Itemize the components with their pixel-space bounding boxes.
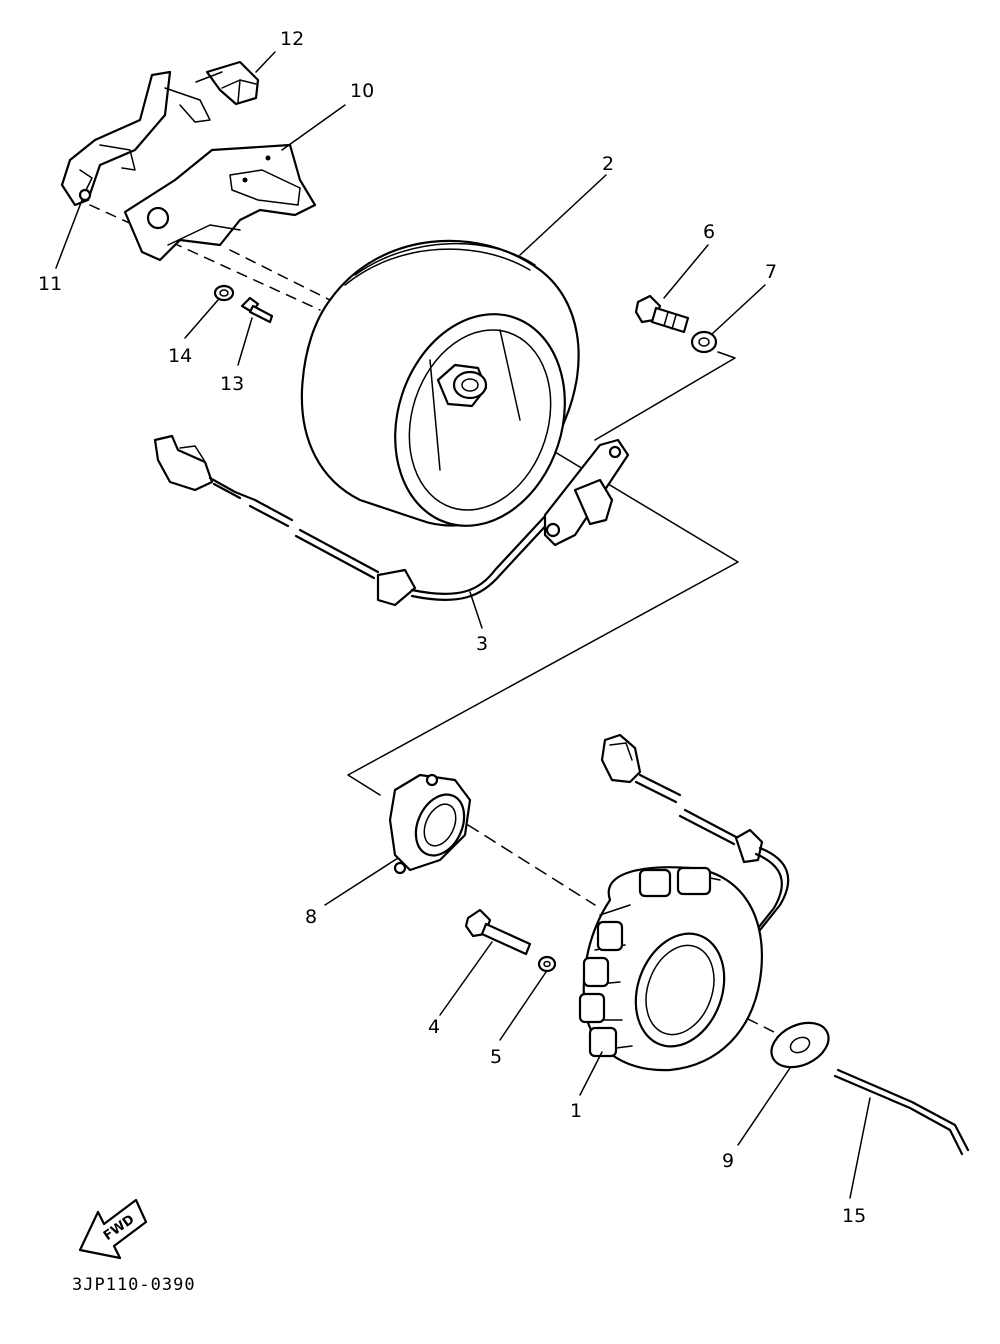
part-9-washer (770, 1021, 830, 1069)
part-13-screw (240, 296, 274, 324)
label-part-2: 2 (602, 153, 614, 175)
part-number-labels: 12 10 11 2 6 7 14 13 3 8 4 5 1 9 15 (38, 28, 866, 1227)
part-3-pickup-coil (153, 434, 630, 607)
label-part-7: 7 (765, 261, 777, 283)
part-12-cap (195, 60, 260, 106)
label-part-9: 9 (722, 1150, 734, 1172)
forward-direction-arrow: FWD (78, 1198, 148, 1260)
label-part-5: 5 (490, 1046, 502, 1068)
label-part-3: 3 (476, 633, 488, 655)
label-part-13: 13 (220, 373, 244, 395)
part-4-bolt (464, 908, 532, 956)
label-part-1: 1 (570, 1100, 582, 1122)
part-15-pin (833, 1068, 970, 1156)
part-8-seal-plate (388, 773, 472, 875)
part-14-washer (213, 284, 235, 302)
part-2-rotor (300, 239, 580, 527)
label-part-12: 12 (280, 28, 304, 50)
label-part-15: 15 (842, 1205, 866, 1227)
label-part-8: 8 (305, 906, 317, 928)
part-6-bolt (634, 294, 690, 334)
label-part-14: 14 (168, 345, 192, 367)
part-5-washer (537, 955, 557, 973)
label-part-6: 6 (703, 221, 715, 243)
part-1-stator (578, 733, 790, 1072)
part-10-cover (123, 143, 317, 262)
label-part-10: 10 (350, 80, 374, 102)
label-part-11: 11 (38, 273, 62, 295)
diagram-code: 3JP110-0390 (72, 1275, 196, 1295)
part-7-washer (690, 330, 718, 354)
leader-lines (55, 51, 871, 1199)
label-part-4: 4 (428, 1016, 440, 1038)
